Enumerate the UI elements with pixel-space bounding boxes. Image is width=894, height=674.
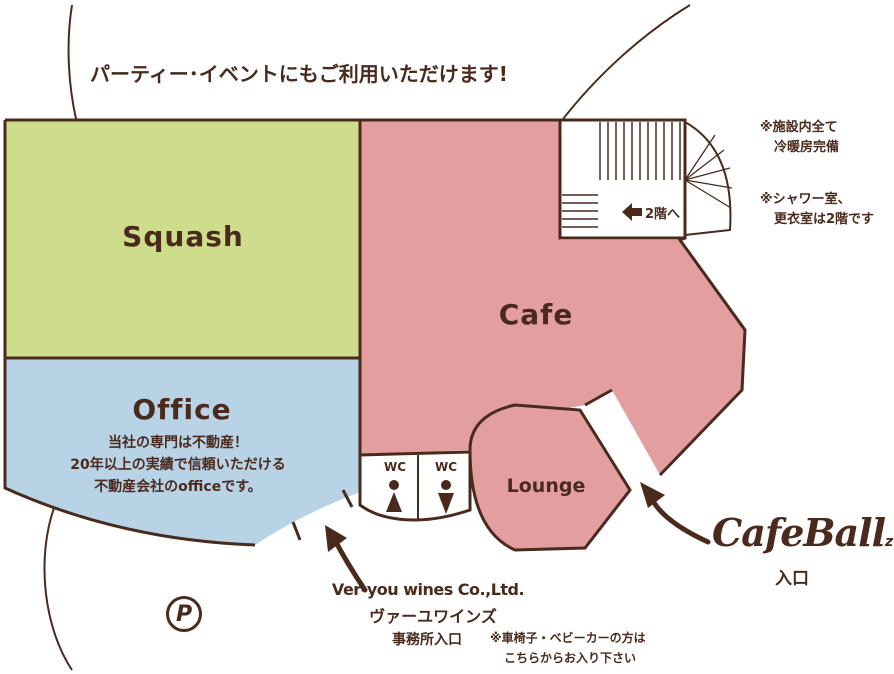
accessibility-note-line-1: ※車椅子・ベビーカーの方は bbox=[490, 631, 646, 645]
decor-line-left-bottom bbox=[43, 504, 73, 671]
office-line-2: 20年以上の実績で信頼いただける bbox=[70, 457, 286, 473]
squash-room bbox=[5, 120, 360, 358]
aircon-note-line-2: 冷暖房完備 bbox=[774, 140, 840, 155]
parking-icon: P bbox=[166, 596, 202, 632]
squash-label: Squash bbox=[122, 220, 244, 253]
office-door-mark-1 bbox=[291, 521, 302, 541]
office-entrance-arrowhead bbox=[325, 525, 347, 552]
office-line-3: 不動産会社のofficeです。 bbox=[94, 479, 262, 495]
wc-male-icon bbox=[386, 480, 402, 512]
office-entrance-label: 事務所入口 bbox=[392, 632, 462, 648]
shower-note-line-1: ※シャワー室、 bbox=[760, 192, 851, 207]
stairs-outline bbox=[558, 118, 687, 240]
company-name-en: Ver-you wines Co.,Ltd. bbox=[331, 580, 525, 599]
stairs-steps bbox=[562, 122, 681, 228]
wc-female-label: WC bbox=[434, 460, 458, 474]
stairs-spiral bbox=[684, 120, 732, 237]
accessibility-note-line-2: こちらからお入り下さい bbox=[504, 651, 637, 665]
cafe-entrance-gap bbox=[585, 390, 660, 490]
stairs-label: 2階へ bbox=[645, 207, 681, 222]
office-description: 当社の専門は不動産！ 20年以上の実績で信頼いただける 不動産会社のoffice… bbox=[70, 432, 285, 498]
accessibility-note: ※車椅子・ベビーカーの方は こちらからお入り下さい bbox=[490, 628, 646, 668]
cafe-brand-name: CafeBall bbox=[712, 510, 886, 555]
cafe-label: Cafe bbox=[498, 298, 574, 331]
arrow-left-icon bbox=[622, 203, 642, 221]
aircon-note-line-1: ※施設内全て bbox=[760, 120, 838, 135]
office-room bbox=[5, 358, 360, 545]
lounge-label: Lounge bbox=[506, 475, 586, 497]
company-name-jp: ヴァーユワインズ bbox=[369, 607, 497, 626]
cafe-brand: CafeBallz bbox=[712, 510, 893, 555]
office-label: Office bbox=[132, 393, 232, 426]
wc-male-label: WC bbox=[383, 460, 407, 474]
cafe-brand-suffix: z bbox=[885, 534, 894, 550]
parking-label: P bbox=[175, 601, 193, 627]
outer-wall bbox=[3, 118, 747, 547]
aircon-note: ※施設内全て 冷暖房完備 bbox=[760, 118, 839, 158]
wc-female-icon bbox=[438, 480, 454, 514]
cafe-entrance-arrowhead bbox=[640, 482, 665, 508]
cafe-entrance-arrow-icon bbox=[647, 492, 711, 545]
cafe-wall-lower bbox=[584, 388, 613, 407]
cafe-room bbox=[360, 120, 745, 475]
headline: パーティー･イベントにもご利用いただけます! bbox=[90, 62, 508, 86]
stairs-spiral-lines bbox=[684, 134, 733, 209]
office-door-mark-2 bbox=[341, 489, 354, 508]
shower-note-line-2: 更衣室は2階です bbox=[774, 212, 875, 227]
office-line-1: 当社の専門は不動産！ bbox=[107, 435, 248, 451]
lounge-room bbox=[468, 403, 632, 552]
shower-note: ※シャワー室、 更衣室は2階です bbox=[760, 190, 874, 230]
cafe-entrance-label: 入口 bbox=[775, 569, 809, 589]
